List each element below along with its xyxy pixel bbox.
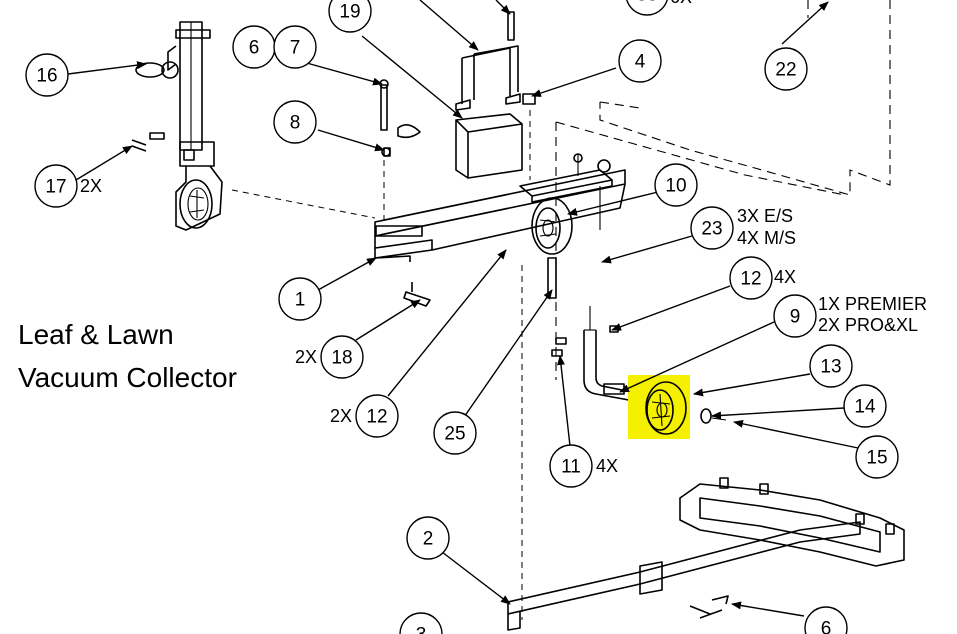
callout-quantity: 1X PREMIER bbox=[818, 294, 927, 314]
callout-circle bbox=[729, 256, 773, 300]
callout-number: 8 bbox=[290, 113, 301, 134]
callout-c6a: 6 bbox=[232, 25, 276, 69]
callout-c6b: 6 bbox=[804, 606, 848, 634]
callout-circle bbox=[273, 100, 317, 144]
callout-c10: 10 bbox=[654, 163, 698, 207]
callout-number: 12 bbox=[740, 269, 761, 290]
callout-number: 23 bbox=[701, 219, 722, 240]
callout-circle bbox=[843, 384, 887, 428]
callout-circle bbox=[804, 606, 848, 634]
callout-number: 15 bbox=[866, 448, 887, 469]
callout-circle bbox=[809, 344, 853, 388]
callout-quantity: 4X bbox=[596, 456, 618, 476]
lower-frame bbox=[507, 477, 905, 631]
callout-c14: 14 bbox=[843, 384, 887, 428]
callout-quantity: 2X bbox=[330, 406, 352, 426]
callout-c18: 18 2X bbox=[295, 335, 364, 379]
callout-c25: 25 bbox=[433, 411, 477, 455]
callout-circle bbox=[328, 0, 372, 33]
callout-c15: 15 bbox=[855, 435, 899, 479]
callout-circle bbox=[618, 39, 662, 83]
callout-quantity-2: 4X M/S bbox=[737, 228, 796, 248]
main-frame-bar bbox=[374, 153, 626, 307]
callout-number: 33 bbox=[636, 0, 657, 6]
leader-lines bbox=[67, 0, 859, 617]
callout-number: 4 bbox=[635, 52, 646, 73]
callout-circle bbox=[764, 47, 808, 91]
callout-circle bbox=[690, 206, 734, 250]
callout-quantity: 2X bbox=[80, 176, 102, 196]
diagram-title: Leaf & Lawn Vacuum Collector bbox=[18, 319, 237, 393]
callout-c17: 17 2X bbox=[34, 164, 102, 208]
callout-number: 18 bbox=[331, 348, 352, 369]
callout-circle bbox=[34, 164, 78, 208]
callout-circle bbox=[25, 53, 69, 97]
callout-c2: 2 bbox=[406, 516, 450, 560]
callout-c12a: 12 2X bbox=[330, 394, 399, 438]
callout-number: 3 bbox=[416, 625, 427, 634]
callout-circle bbox=[773, 294, 817, 338]
callout-number: 2 bbox=[423, 529, 434, 550]
callout-number: 6 bbox=[249, 38, 260, 59]
callout-number: 16 bbox=[36, 66, 57, 87]
callout-circle bbox=[549, 444, 593, 488]
hitch-outline-dashed bbox=[231, 0, 891, 620]
callout-c23: 23 3X E/S4X M/S bbox=[690, 206, 796, 250]
wheel-upper bbox=[531, 197, 573, 255]
callout-circle bbox=[654, 163, 698, 207]
callout-c22: 22 bbox=[764, 47, 808, 91]
callout-circle bbox=[278, 277, 322, 321]
callout-quantity-2: 2X PRO&XL bbox=[818, 315, 918, 335]
callout-circle bbox=[320, 335, 364, 379]
callout-number: 13 bbox=[820, 357, 841, 378]
callout-c33: 33 6X bbox=[626, 0, 692, 16]
callout-number: 25 bbox=[444, 424, 465, 445]
callout-quantity: 4X bbox=[774, 267, 796, 287]
jack-stand bbox=[131, 21, 223, 231]
callout-circle bbox=[273, 25, 317, 69]
callout-circle bbox=[406, 516, 450, 560]
callout-number: 19 bbox=[339, 2, 360, 23]
callout-number: 9 bbox=[790, 307, 801, 328]
callout-circle bbox=[855, 435, 899, 479]
callout-circle bbox=[355, 394, 399, 438]
title-line-2: Vacuum Collector bbox=[18, 362, 237, 393]
callout-c1: 1 bbox=[278, 277, 322, 321]
callout-circle bbox=[433, 411, 477, 455]
callout-circle bbox=[399, 612, 443, 634]
callout-number: 10 bbox=[665, 176, 686, 197]
callout-c16: 16 bbox=[25, 53, 69, 97]
highlighted-wheel bbox=[628, 375, 727, 439]
callout-number: 14 bbox=[854, 397, 876, 418]
callout-quantity: 6X bbox=[670, 0, 692, 7]
callout-number: 1 bbox=[295, 290, 306, 311]
title-line-1: Leaf & Lawn bbox=[18, 319, 174, 350]
callout-circle bbox=[626, 0, 668, 16]
callout-number: 22 bbox=[775, 60, 796, 81]
callout-number: 7 bbox=[290, 38, 301, 59]
callout-number: 17 bbox=[45, 177, 66, 198]
callout-quantity: 3X E/S bbox=[737, 206, 793, 226]
callout-c12b: 12 4X bbox=[729, 256, 796, 300]
callout-number: 6 bbox=[821, 619, 832, 634]
callout-number: 11 bbox=[561, 457, 581, 478]
highlight-box bbox=[628, 375, 690, 439]
callout-c13: 13 bbox=[809, 344, 853, 388]
callout-quantity: 2X bbox=[295, 347, 317, 367]
callout-c8: 8 bbox=[273, 100, 317, 144]
callout-c11: 11 4X bbox=[549, 444, 618, 488]
callout-number: 12 bbox=[366, 407, 387, 428]
pins-and-bracket bbox=[379, 11, 536, 225]
callout-c3: 3 bbox=[399, 612, 443, 634]
callout-c7: 7 bbox=[273, 25, 317, 69]
callout-c4: 4 bbox=[618, 39, 662, 83]
callout-c19: 19 bbox=[328, 0, 372, 33]
